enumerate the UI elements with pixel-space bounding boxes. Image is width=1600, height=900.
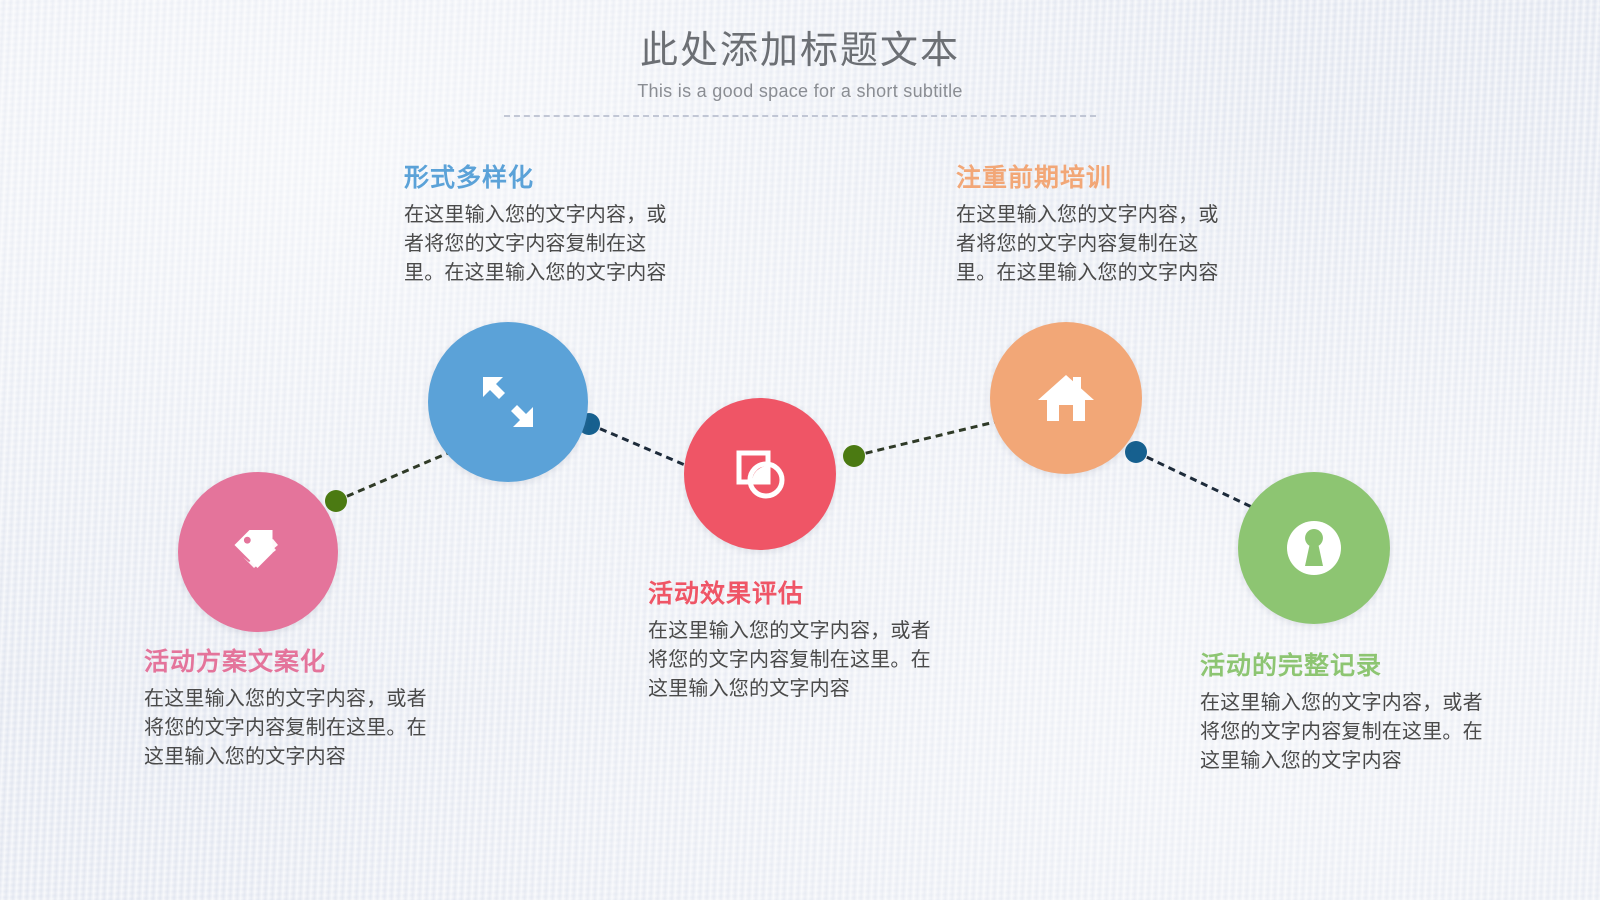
node-circle-complete-record[interactable] bbox=[1238, 472, 1390, 624]
node-circle-activity-plan[interactable] bbox=[178, 472, 338, 632]
node-circle-effect-evaluation[interactable] bbox=[684, 398, 836, 550]
node-title-complete-record: 活动的完整记录 bbox=[1200, 652, 1383, 680]
node-text-diverse-forms: 形式多样化 在这里输入您的文字内容，或者将您的文字内容复制在这里。在这里输入您的… bbox=[404, 162, 684, 288]
connector-line-2 bbox=[588, 422, 707, 476]
connector-line-1 bbox=[335, 448, 456, 503]
expand-arrows-icon bbox=[483, 377, 533, 427]
connector-dot-1 bbox=[325, 490, 347, 512]
tag-icon bbox=[234, 530, 278, 568]
connector-line-4 bbox=[1135, 450, 1259, 512]
shapes-overlap-icon bbox=[736, 450, 785, 499]
node-title-early-training: 注重前期培训 bbox=[956, 164, 1113, 192]
node-text-effect-evaluation: 活动效果评估 在这里输入您的文字内容，或者将您的文字内容复制在这里。在这里输入您… bbox=[648, 578, 938, 704]
node-title-activity-plan: 活动方案文案化 bbox=[144, 648, 327, 676]
page-subtitle: This is a good space for a short subtitl… bbox=[637, 81, 963, 101]
node-title-effect-evaluation: 活动效果评估 bbox=[648, 580, 805, 608]
node-text-early-training: 注重前期培训 在这里输入您的文字内容，或者将您的文字内容复制在这里。在这里输入您… bbox=[956, 162, 1236, 288]
connector-line-3 bbox=[853, 418, 1004, 458]
node-body-activity-plan: 在这里输入您的文字内容，或者将您的文字内容复制在这里。在这里输入您的文字内容 bbox=[144, 688, 427, 768]
node-body-complete-record: 在这里输入您的文字内容，或者将您的文字内容复制在这里。在这里输入您的文字内容 bbox=[1200, 692, 1483, 772]
node-text-activity-plan: 活动方案文案化 在这里输入您的文字内容，或者将您的文字内容复制在这里。在这里输入… bbox=[144, 646, 444, 772]
slide-header: 此处添加标题文本 This is a good space for a shor… bbox=[0, 26, 1600, 117]
connector-dot-3 bbox=[843, 445, 865, 467]
node-circle-early-training[interactable] bbox=[990, 322, 1142, 474]
page-title: 此处添加标题文本 bbox=[639, 30, 960, 72]
node-body-early-training: 在这里输入您的文字内容，或者将您的文字内容复制在这里。在这里输入您的文字内容 bbox=[956, 204, 1219, 284]
keyhole-lock-icon bbox=[1287, 521, 1341, 575]
node-circle-diverse-forms[interactable] bbox=[428, 322, 588, 482]
title-divider bbox=[504, 115, 1096, 117]
node-text-complete-record: 活动的完整记录 在这里输入您的文字内容，或者将您的文字内容复制在这里。在这里输入… bbox=[1200, 650, 1490, 776]
node-body-diverse-forms: 在这里输入您的文字内容，或者将您的文字内容复制在这里。在这里输入您的文字内容 bbox=[404, 204, 667, 284]
connector-dot-4 bbox=[1125, 441, 1147, 463]
node-body-effect-evaluation: 在这里输入您的文字内容，或者将您的文字内容复制在这里。在这里输入您的文字内容 bbox=[648, 620, 931, 700]
node-title-diverse-forms: 形式多样化 bbox=[404, 164, 535, 192]
home-icon bbox=[1038, 375, 1094, 421]
